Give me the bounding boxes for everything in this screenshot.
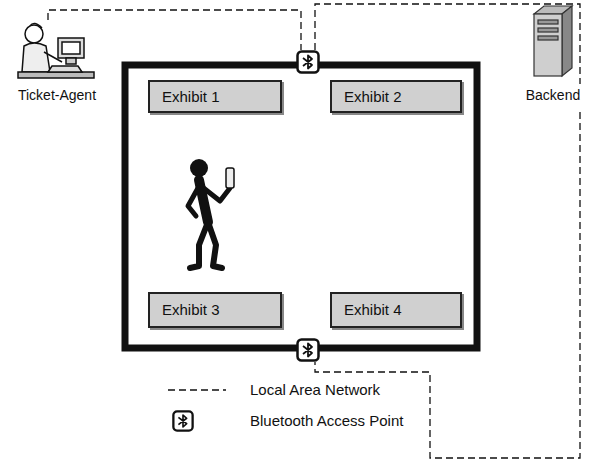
- network-lines: [48, 4, 580, 458]
- actor-label: Ticket-Agent: [18, 87, 96, 104]
- ticket-agent-icon: [18, 23, 94, 78]
- legend-samples: [168, 390, 226, 431]
- room-outline: [125, 65, 477, 348]
- exhibit-label: Exhibit 2: [344, 88, 402, 106]
- visitor-figure: [188, 159, 234, 268]
- bluetooth-access-point: [298, 52, 319, 73]
- backend-server-icon: [534, 6, 572, 76]
- exhibit-box: Exhibit 3: [148, 292, 282, 328]
- bluetooth-access-point: [298, 340, 319, 361]
- exhibit-label: Exhibit 4: [344, 301, 402, 319]
- exhibit-box: Exhibit 1: [148, 80, 282, 113]
- exhibit-box: Exhibit 2: [330, 80, 462, 113]
- exhibit-label: Exhibit 1: [162, 88, 220, 106]
- exhibit-label: Exhibit 3: [162, 301, 220, 319]
- legend-text: Bluetooth Access Point: [250, 412, 403, 430]
- actor-label: Backend: [526, 87, 580, 104]
- exhibit-box: Exhibit 4: [330, 292, 462, 328]
- legend-text: Local Area Network: [250, 381, 380, 399]
